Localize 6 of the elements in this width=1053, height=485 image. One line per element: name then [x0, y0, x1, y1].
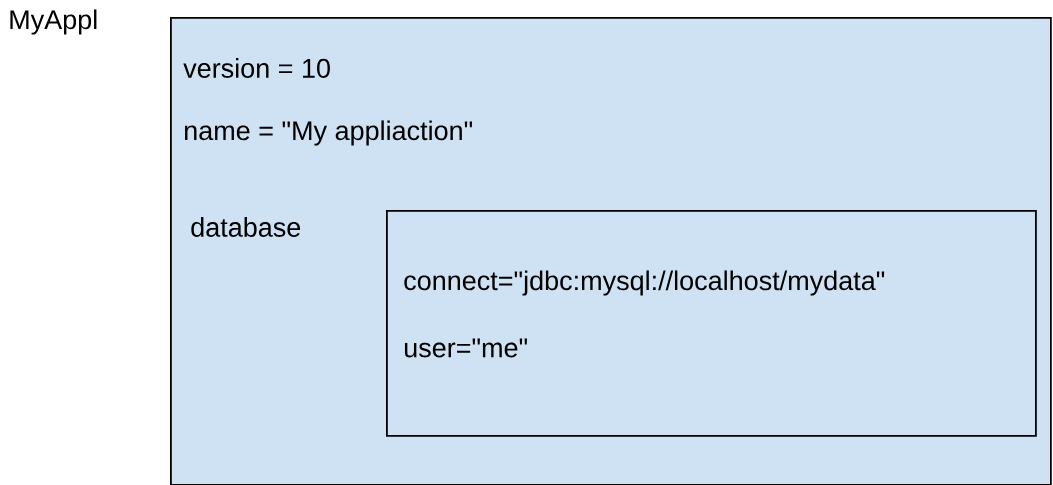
- text: version = 10: [183, 58, 330, 78]
- heading: database: [191, 217, 301, 237]
- text: user="me": [404, 338, 527, 358]
- heading: MyAppl: [10, 9, 97, 35]
- text: connect="jdbc:mysql://localhost/mydata": [404, 270, 885, 296]
- text: name = "My appliaction": [185, 120, 473, 146]
